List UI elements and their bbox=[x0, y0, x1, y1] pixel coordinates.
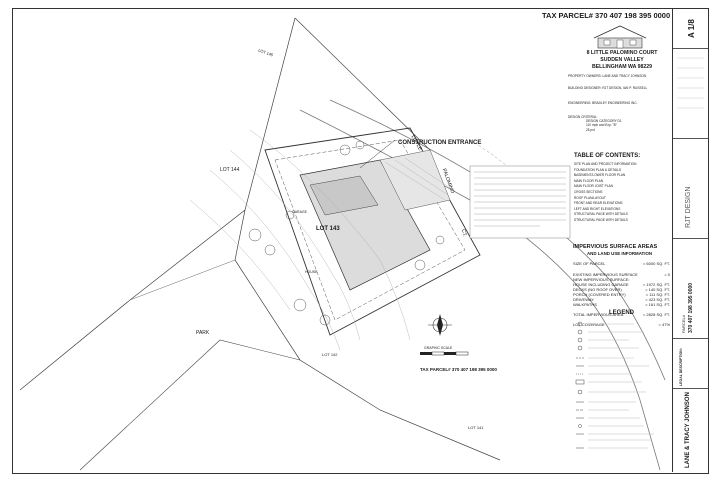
project-cell: LANE & TRACY JOHNSON bbox=[673, 388, 708, 472]
legend: LEGEND bbox=[574, 310, 669, 468]
toc-title: TABLE OF CONTENTS: bbox=[574, 153, 641, 159]
snow-value: 25 psf bbox=[586, 127, 595, 132]
impervious-row: NEW IMPERVIOUS SURFACE: bbox=[573, 277, 630, 282]
tax-parcel-header: TAX PARCEL# 370 407 198 395 0000 bbox=[542, 11, 671, 20]
wind-value: 110 mph and Exp. "B" bbox=[586, 123, 617, 128]
title-block: A 1/8 RJT DESIGN PARCEL# 370 407 198 395… bbox=[672, 8, 708, 472]
legal-label: LEGAL DESCRIPTION: bbox=[679, 348, 683, 386]
address-line-2: SUDDEN VALLEY bbox=[600, 57, 644, 63]
toc-item: MAIN FLOOR JOIST PLAN bbox=[574, 184, 613, 189]
seismic-value: DESIGN CATEGORY D1 bbox=[586, 119, 622, 124]
north-arrow-icon bbox=[428, 314, 452, 336]
designer-value: RJT DESIGN, IAN P. RUSSELL bbox=[602, 86, 648, 91]
design-criteria-label: DESIGN CRITERIA: bbox=[568, 114, 597, 119]
house-label: HOUSE bbox=[305, 270, 318, 274]
toc-item: CROSS SECTIONS bbox=[574, 189, 603, 194]
project-name: LANE & TRACY JOHNSON bbox=[685, 392, 691, 468]
impervious-row: DRIVEWAY= 423 SQ. FT. bbox=[573, 297, 670, 302]
impervious-row: TOTAL IMPERVIOUS AREA= 2828 SQ. FT. bbox=[573, 312, 670, 317]
impervious-row: SIZE OF PARCEL= 6000 SQ. FT. bbox=[573, 261, 670, 266]
impervious-row: LOT COVERAGE= 47% bbox=[573, 322, 670, 327]
sheet-border bbox=[12, 8, 709, 474]
toc-item: SITE PLAN AND PROJECT INFORMATION bbox=[574, 162, 637, 166]
firm-name: RJT DESIGN bbox=[685, 186, 692, 229]
owners-label: PROPERTY OWNERS: bbox=[568, 74, 602, 78]
toc-item: MAIN FLOOR PLAN bbox=[574, 178, 604, 183]
lot-144-label: LOT 144 bbox=[220, 167, 240, 173]
construction-entrance-label: CONSTRUCTION ENTRANCE bbox=[398, 140, 482, 146]
graphic-scale-bar bbox=[420, 351, 469, 356]
impervious-title: IMPERVIOUS SURFACE AREAS bbox=[573, 244, 658, 250]
address-line-1: 8 LITTLE PALOMINO COURT bbox=[586, 50, 658, 56]
toc-item: LEFT AND RIGHT ELEVATIONS bbox=[574, 206, 621, 211]
impervious-row: EXISTING IMPERVIOUS SURFACE= 0 bbox=[573, 272, 670, 277]
address-line-3: BELLINGHAM WA 98229 bbox=[591, 64, 653, 70]
sheet-number: A 1/8 bbox=[687, 19, 696, 38]
table-of-contents: TABLE OF CONTENTS: SITE PLAN AND PROJECT… bbox=[574, 153, 669, 224]
project-info: PROPERTY OWNERS: LANE AND TRACY JOHNSON … bbox=[568, 74, 668, 132]
tax-parcel-footer: TAX PARCEL# 370 407 198 395 0000 bbox=[420, 367, 497, 372]
impervious-row: WALKPATHS= 161 SQ. FT. bbox=[573, 302, 670, 307]
owners-value: LANE AND TRACY JOHNSON bbox=[602, 74, 647, 78]
impervious-row: HOUSE INCLUDING GARAGE= 1972 SQ. FT. bbox=[573, 282, 670, 287]
toc-item: STRUCTURAL PAGE WITH DETAILS bbox=[574, 212, 628, 217]
toc-item: FRONT AND REAR ELEVATIONS bbox=[574, 201, 623, 206]
house-elevation-icon bbox=[593, 25, 647, 49]
toc-item: FOUNDATION PLAN & DETAILS bbox=[574, 167, 621, 172]
graphic-scale-label: GRAPHIC SCALE bbox=[424, 346, 453, 350]
designer-label: BUILDING DESIGNER: bbox=[568, 86, 602, 91]
lot-142-label: LOT 142 bbox=[322, 352, 338, 357]
legend-title: LEGEND bbox=[608, 310, 634, 316]
park-label: PARK bbox=[196, 330, 210, 336]
parcel-label: PARCEL# bbox=[681, 315, 686, 333]
legal-cell: LEGAL DESCRIPTION: bbox=[673, 338, 708, 389]
impervious-subtitle: AND LAND USE INFORMATION bbox=[587, 251, 653, 256]
legend-symbols bbox=[575, 321, 654, 449]
toc-item: STRUCTURAL PAGE WITH DETAILS bbox=[574, 217, 628, 222]
project-address: 8 LITTLE PALOMINO COURT SUDDEN VALLEY BE… bbox=[580, 50, 664, 71]
sheet-number-cell: A 1/8 bbox=[673, 8, 708, 49]
toc-item: BASEMENT/LOWER FLOOR PLAN bbox=[574, 173, 626, 178]
engineering-label: ENGINEERING: bbox=[568, 100, 592, 105]
toc-item: ROOF PLAN/LAYOUT bbox=[574, 195, 606, 200]
firm-cell: RJT DESIGN bbox=[673, 138, 708, 239]
impervious-row: PORCH (COVERED ENTRY)= 111 SQ. FT. bbox=[573, 292, 670, 297]
lot-141-label: LOT 141 bbox=[468, 425, 484, 430]
impervious-row: DECKS (NO ROOF OVER)= 140 SQ. FT. bbox=[573, 287, 670, 292]
parcel-number: 370 407 198 395 0000 bbox=[688, 282, 694, 333]
garage-label: GARAGE bbox=[292, 210, 307, 214]
parcel-cell: PARCEL# 370 407 198 395 0000 bbox=[673, 238, 708, 339]
engineer-value: BRADLEY ENGINEERING INC. bbox=[592, 100, 638, 105]
impervious-surface-table: IMPERVIOUS SURFACE AREAS AND LAND USE IN… bbox=[573, 244, 670, 327]
lot-143-label: LOT 143 bbox=[316, 226, 340, 232]
